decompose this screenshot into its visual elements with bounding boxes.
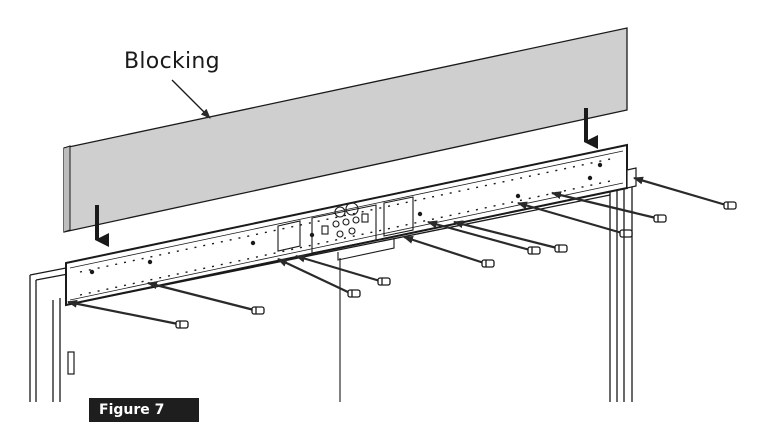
screw-7	[554, 244, 568, 253]
screw-5	[481, 259, 495, 268]
rail-holes	[89, 162, 603, 275]
blocking-callout-leader	[171, 79, 211, 119]
screw-arrow-6	[427, 220, 531, 252]
figure-caption-tab: Figure 7	[89, 398, 199, 422]
screw-arrows	[67, 176, 727, 326]
screw-arrow-3	[277, 258, 351, 294]
screw-9	[653, 214, 667, 223]
screw-6	[527, 246, 541, 255]
screw-arrow-5	[403, 235, 485, 265]
screw-3	[347, 289, 361, 298]
screw-10	[723, 201, 737, 210]
screw-arrow-9	[551, 191, 657, 220]
screw-4	[377, 277, 391, 286]
screw-8	[619, 229, 633, 238]
screw-arrow-7	[453, 220, 558, 250]
screw-1	[175, 320, 189, 329]
screw-arrow-1	[67, 299, 179, 326]
blocking-label: Blocking	[124, 49, 220, 74]
screws	[175, 201, 737, 329]
center-plate	[277, 196, 414, 402]
blocking-board	[63, 27, 628, 233]
screw-2	[251, 306, 265, 315]
screw-arrow-4	[295, 254, 381, 283]
down-arrows	[95, 108, 598, 247]
screw-arrow-8	[517, 201, 623, 235]
side-latch	[67, 351, 75, 375]
screw-arrow-10	[633, 176, 727, 207]
screw-arrow-2	[147, 281, 255, 312]
